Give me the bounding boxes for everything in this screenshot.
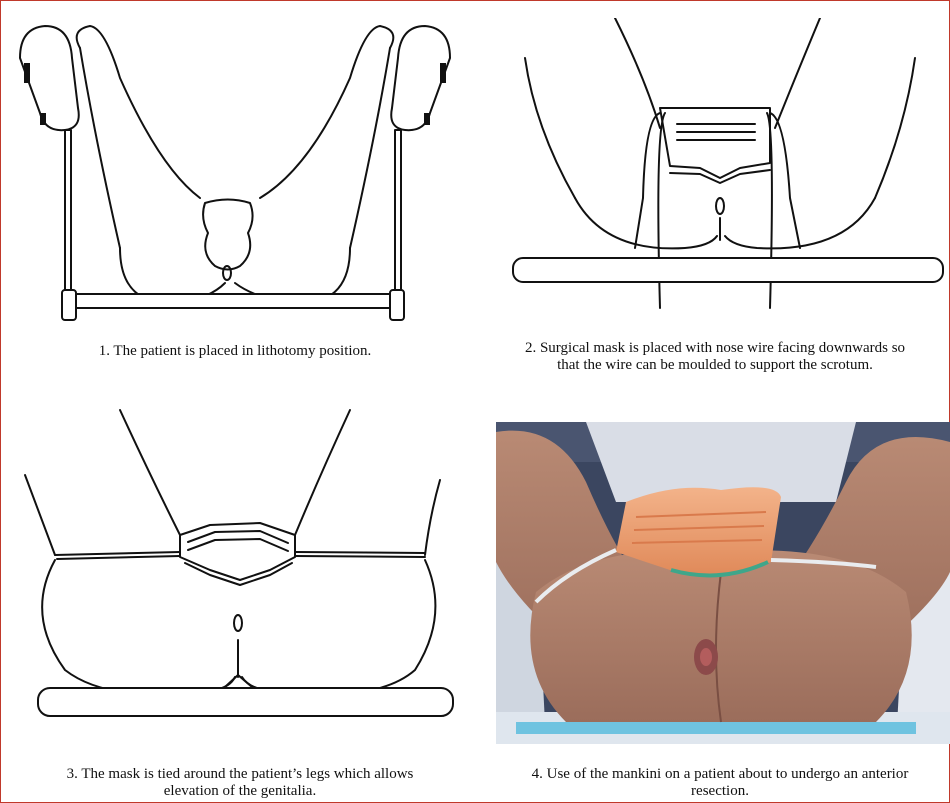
panel-4-clinical-photo xyxy=(496,422,950,744)
panel-1-caption: 1. The patient is placed in lithotomy po… xyxy=(10,343,460,360)
panel-2-caption: 2. Surgical mask is placed with nose wir… xyxy=(480,340,950,374)
panel-1-lithotomy-drawing xyxy=(10,18,460,338)
panel-2-mask-placement-drawing xyxy=(495,18,950,318)
panel-1-caption-line1: 1. The patient is placed in lithotomy po… xyxy=(10,343,460,360)
panel-4-caption-line2: resection. xyxy=(490,783,950,800)
panel-2-caption-line1: 2. Surgical mask is placed with nose wir… xyxy=(480,340,950,357)
panel-4-caption-line1: 4. Use of the mankini on a patient about… xyxy=(490,766,950,783)
panel-3-caption: 3. The mask is tied around the patient’s… xyxy=(10,766,470,800)
panel-3-caption-line2: elevation of the genitalia. xyxy=(10,783,470,800)
panel-4-caption: 4. Use of the mankini on a patient about… xyxy=(490,766,950,800)
panel-3-caption-line1: 3. The mask is tied around the patient’s… xyxy=(10,766,470,783)
panel-3-mask-tied-drawing xyxy=(20,405,460,740)
panel-2-caption-line2: that the wire can be moulded to support … xyxy=(480,357,950,374)
